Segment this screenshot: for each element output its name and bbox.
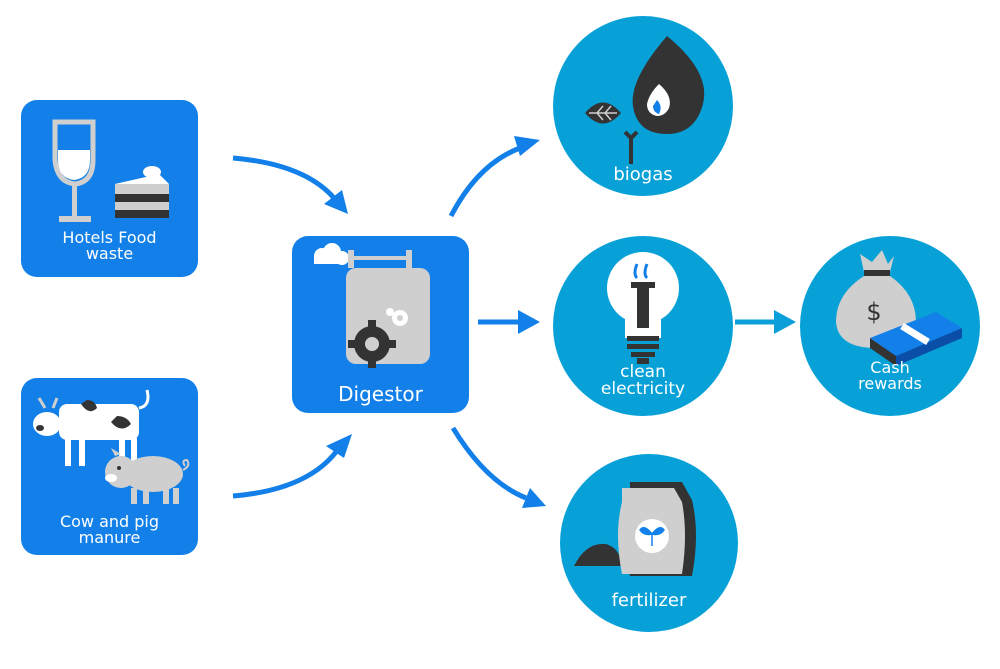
clean-electricity-circle: clean electricity: [553, 236, 733, 416]
wine-glass-icon: [52, 119, 96, 222]
fertilizer-label: fertilizer: [611, 590, 687, 611]
cash-rewards-label-line2: rewards: [858, 374, 922, 393]
hotel-food-waste-label: Hotels Food waste: [21, 230, 198, 262]
leaf-icon: [585, 102, 621, 124]
cash-rewards-label-line1: Cash: [870, 358, 910, 377]
pig-icon: [105, 448, 190, 504]
digestor-label: Digestor: [338, 382, 423, 406]
cash-rewards-label: Cash rewards: [800, 360, 980, 392]
money-bag-dollar-sign: $: [866, 298, 881, 326]
gear-icon: [348, 308, 408, 368]
cow-pig-manure-label: Cow and pig manure: [21, 514, 198, 546]
biogas-label: biogas: [613, 164, 673, 185]
digestor-box: Digestor: [292, 236, 469, 413]
cash-stack-icon: [870, 312, 962, 366]
fertilizer-bag-icon: [574, 482, 696, 576]
arrow-food-waste-to-digestor: [232, 155, 348, 214]
hotel-food-waste-label-line1: Hotels Food: [62, 228, 157, 247]
hotel-food-waste-box: Hotels Food waste: [21, 100, 198, 277]
arrow-digestor-to-biogas: [448, 136, 540, 218]
flame-icon: [623, 36, 705, 164]
cow-pig-manure-label-line2: manure: [78, 528, 141, 547]
arrow-digestor-to-fertilizer: [450, 426, 546, 508]
clean-electricity-label: clean electricity: [553, 364, 733, 398]
biogas-circle: biogas: [553, 16, 733, 196]
cow-pig-manure-box: Cow and pig manure: [21, 378, 198, 555]
hotel-food-waste-label-line2: waste: [85, 244, 134, 263]
cow-pig-manure-label-line1: Cow and pig: [59, 512, 160, 531]
arrow-digestor-to-electricity: [478, 310, 540, 334]
fertilizer-circle: fertilizer: [560, 454, 738, 632]
cow-icon: [33, 389, 150, 466]
arrow-electricity-to-cash-rewards: [735, 310, 796, 334]
clean-electricity-label-line1: clean: [620, 362, 666, 382]
arrow-manure-to-digestor: [232, 434, 352, 499]
cake-slice-icon: [115, 166, 169, 218]
light-bulb-icon: [607, 252, 679, 364]
clean-electricity-label-line2: electricity: [600, 379, 686, 399]
cash-rewards-circle: $ Cash rewards: [800, 236, 980, 416]
